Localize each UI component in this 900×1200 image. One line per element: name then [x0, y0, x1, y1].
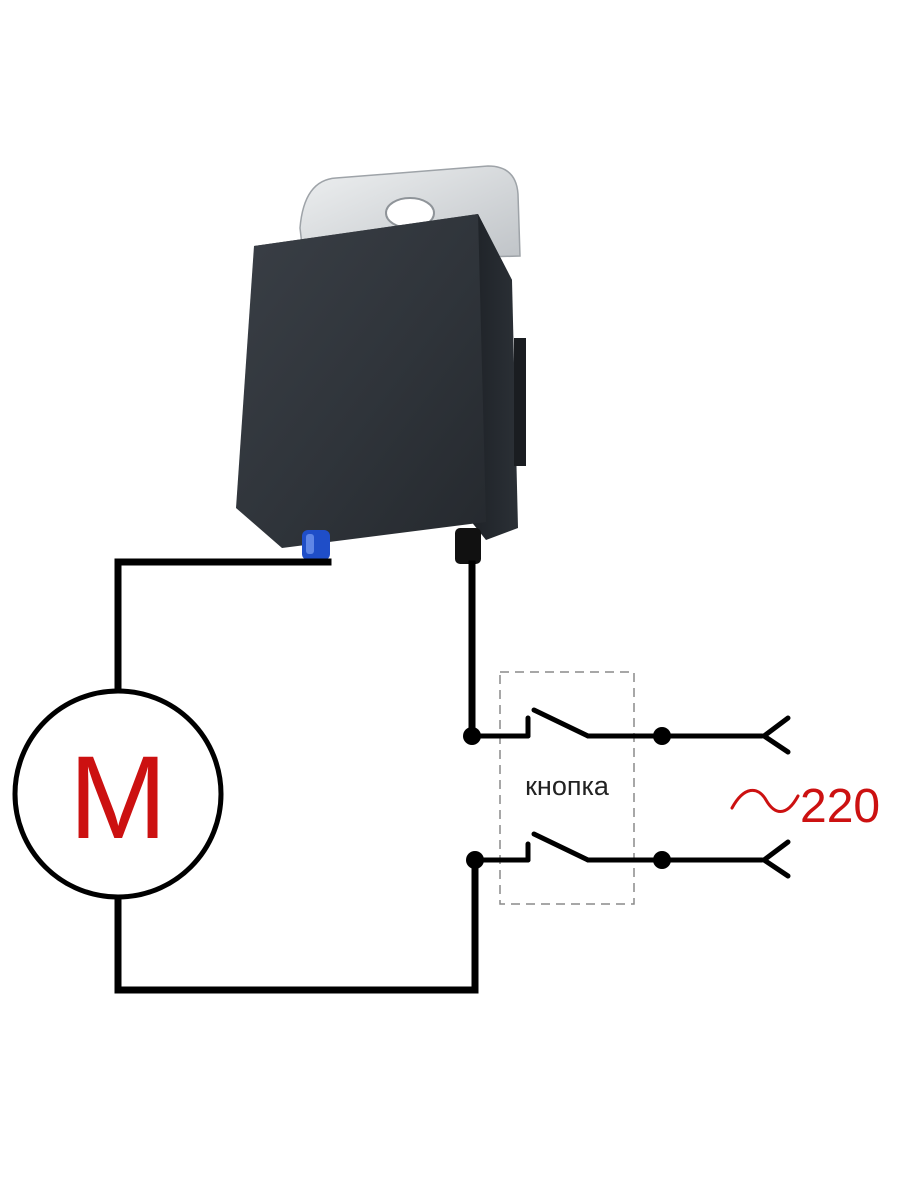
switch-icon: [472, 831, 791, 879]
wire-cap-to-motor: [114, 558, 332, 694]
switch-dashed-frame: [499, 671, 635, 905]
sine-wave-icon: [730, 789, 800, 813]
junction-dot: [653, 727, 671, 745]
junction-dot: [463, 727, 481, 745]
junction-dot: [466, 851, 484, 869]
wire-motor-to-lower-switch: [114, 856, 479, 994]
capacitor-icon: [236, 165, 526, 564]
voltage-label: 220: [800, 780, 880, 833]
junction-dot: [653, 851, 671, 869]
circuit-wires: [114, 558, 479, 994]
motor-icon: M: [12, 688, 224, 900]
motor-label: M: [69, 732, 167, 864]
black-lead: [455, 528, 481, 564]
switch-block: кнопка: [463, 671, 791, 905]
side-tab: [514, 338, 526, 466]
switch-icon: [469, 707, 791, 755]
blue-lead-highlight: [306, 534, 314, 554]
switch-label: кнопка: [525, 771, 610, 801]
switch-label-bg: [508, 766, 628, 806]
capacitor-front: [236, 214, 486, 548]
ac-supply: 220: [730, 780, 880, 833]
motor-circle: [12, 688, 224, 900]
